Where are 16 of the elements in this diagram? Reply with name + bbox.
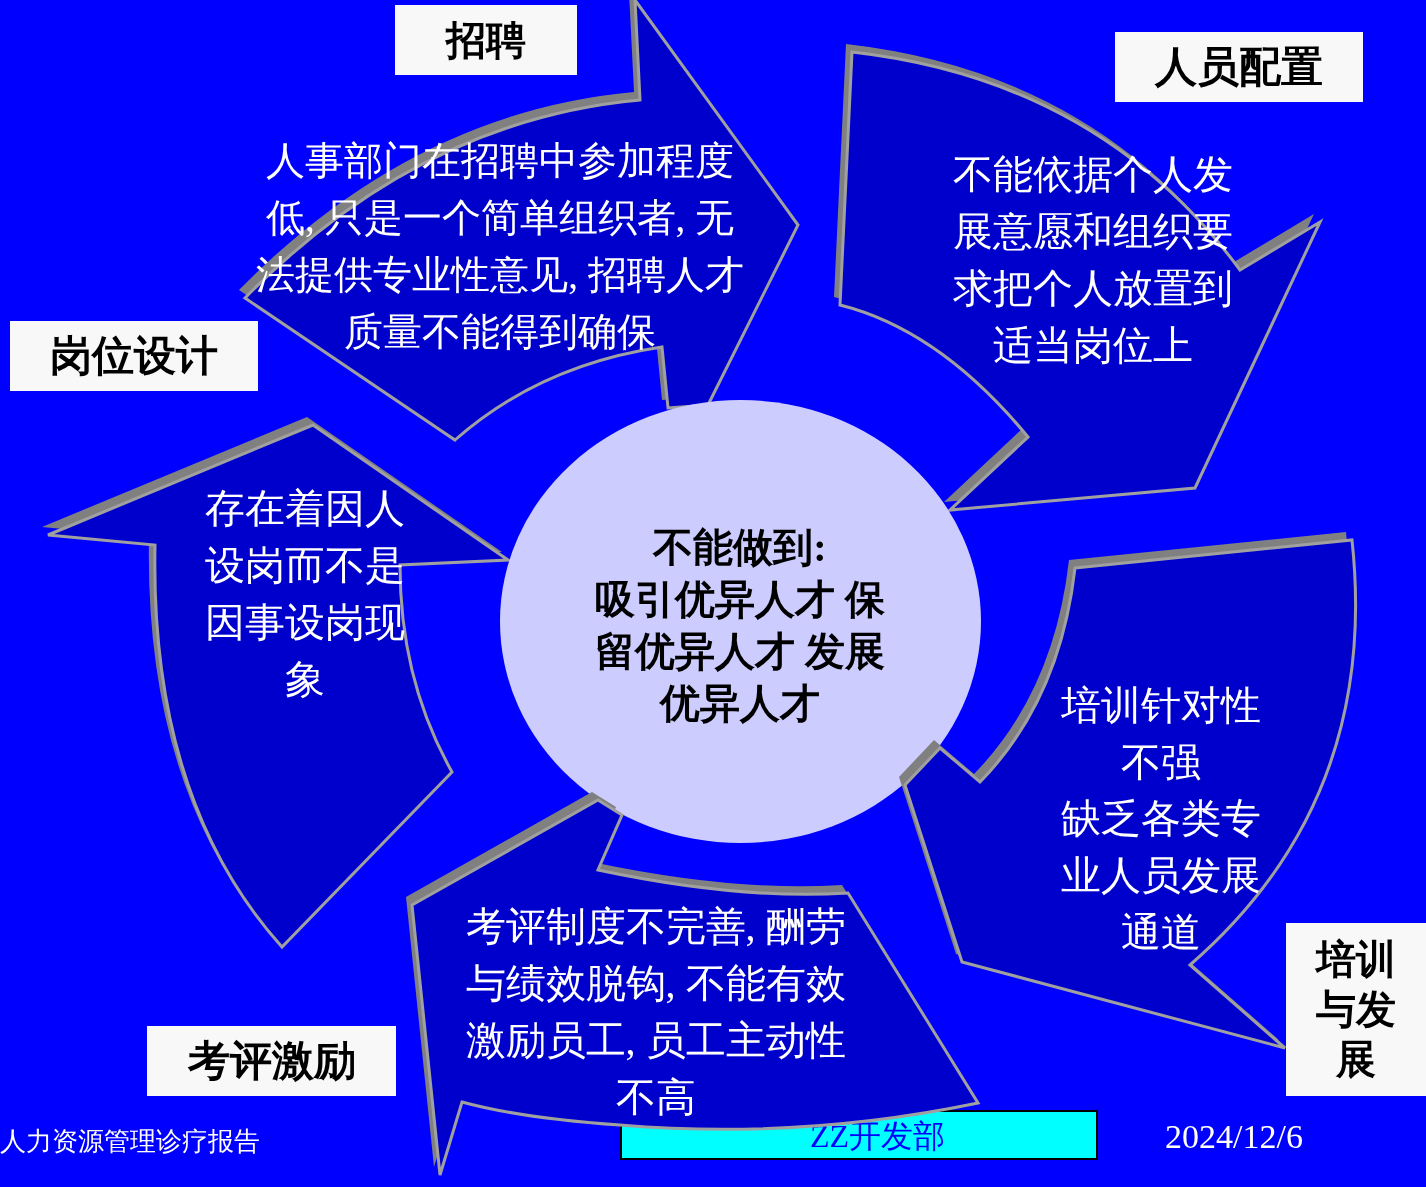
label-box <box>1286 923 1426 1096</box>
date-text: 2024/12/6 <box>1165 1118 1303 1156</box>
description-text: 缺乏各类专业人员发展通道 <box>1059 795 1262 957</box>
footer-text: 人力资源管理诊疗报告 <box>0 1126 260 1158</box>
label-box <box>395 5 577 75</box>
heading-text: 不能做到: <box>651 524 828 572</box>
label-box <box>1115 32 1363 102</box>
label-text: 人员配置 <box>1155 43 1323 92</box>
label-text: 考评激励 <box>187 1037 356 1086</box>
label-box <box>10 321 258 391</box>
label-box <box>147 1026 396 1096</box>
label-text: 培训与发展 <box>1314 935 1397 1084</box>
description-text: 培训针对性不强 <box>1059 682 1262 787</box>
body-text: 吸引优异人才 保留优异人才 发展优异人才 <box>594 576 886 728</box>
label-text: 岗位设计 <box>50 332 218 381</box>
label-text: 招聘 <box>446 16 526 65</box>
